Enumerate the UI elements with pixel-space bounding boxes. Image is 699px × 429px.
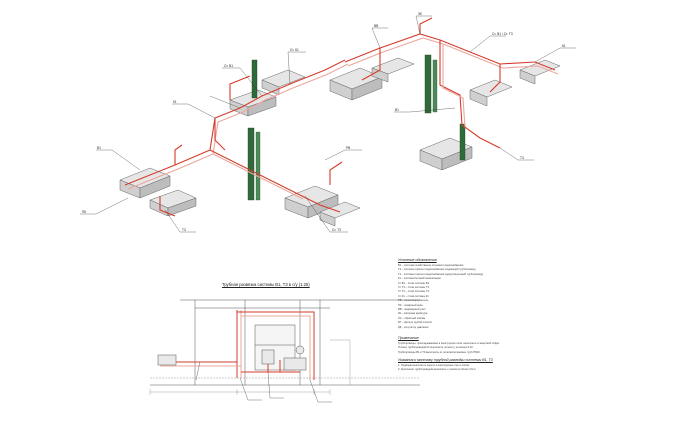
legend-line-9: РВ – полотенцесушитель [398,299,429,303]
general-notes-title: Примечание [398,336,419,340]
legend-line-13: ОК – обратный клапан [398,316,426,320]
section-title: Трубная развязка системы В1, Т3 в с/у (1… [222,282,310,287]
general-note-line-2: Уклоны трубопроводов К1 выполнить по мес… [398,346,474,350]
install-notes-title: Указания к монтажу трубной разводки сист… [398,358,493,362]
fixture-group-right [329,57,561,171]
tag-3b: К1 [562,44,566,48]
notes-panel: Условные обозначения В1 – система хозяйс… [398,258,688,418]
tag-4: Ст. В1 [224,64,233,68]
callouts-right [371,15,576,161]
legend-line-8: Ст К1 – стояк системы К1 [398,294,429,298]
isometric-left-block: В1 Т3 К1 Ст. В1 Ст. Т3 Ст. К1 РВ ПК [80,48,362,233]
tag-9: ВВ [374,24,378,28]
section-drawing [149,299,420,403]
tag-6: Ст. К1 [290,48,299,52]
isometric-right-block: ВВ ЗК Ст. В1 / Ст. Т3 В1 Т3 К1 [329,12,576,171]
legend-line-15: РД – регулятор давления [398,325,429,329]
legend-line-12: ЗК – запорная арматура [398,312,428,316]
tag-2b: Т3 [520,156,524,160]
callouts-left [80,51,362,233]
tag-10: ЗК [418,12,422,16]
legend-line-14: ФГ – фильтр грубой очистки [398,321,432,325]
tag-riser: Ст. В1 / Ст. Т3 [492,32,513,36]
tag-7: РВ [346,146,350,150]
tag-2: Т3 [182,228,186,232]
legend-line-6: Ст Т3 – стояк системы Т3 [398,286,429,289]
install-note-line-1: 1. Подводки выполнить скрыто в конструкц… [398,364,470,367]
legend-line-10: ПК – пожарный кран [398,303,423,307]
legend-line-4: К1 – система бытовой канализации [398,277,441,281]
legend-line-7: Ст Т4 – стояк системы Т4 [398,290,429,294]
tags-right: ВВ ЗК Ст. В1 / Ст. Т3 В1 Т3 К1 [374,12,566,160]
tag-1b: В1 [395,108,399,112]
general-note-line-1: Трубопроводы, прокладываемые в конструкц… [398,342,500,345]
legend-line-11: ВВ – водомерный узел [398,308,426,311]
tag-3: К1 [173,100,177,104]
section-fixtures [157,345,307,371]
tag-5: Ст. Т3 [332,228,341,232]
legend-line-5: Ст В1 – стояк системы В1 [398,281,430,285]
tag-1: В1 [97,146,101,150]
legend-line-1: В1 – система хозяйственно-питьевого водо… [398,264,464,267]
legend-line-3: Т4 – система горячего водоснабжения (цир… [398,272,484,276]
legend-line-2: Т3 – система горячего водоснабжения (под… [398,268,476,272]
pipe-network-right [344,17,559,149]
install-note-line-2: 2. Крепление трубопроводов выполнить с ш… [398,368,477,372]
riser-group-left [247,59,261,201]
tags-left: В1 Т3 К1 Ст. В1 Ст. Т3 Ст. К1 РВ ПК [82,48,350,232]
tag-8: ПК [82,210,86,214]
fixture-group-left [119,69,361,227]
general-note-line-3: Трубопроводы В1 и Т3 выполнить из полипр… [398,350,481,354]
section-callouts [195,361,332,403]
legend-title: Условные обозначения [398,258,437,262]
riser-group-right [424,54,466,161]
section-dimensions [149,339,351,395]
